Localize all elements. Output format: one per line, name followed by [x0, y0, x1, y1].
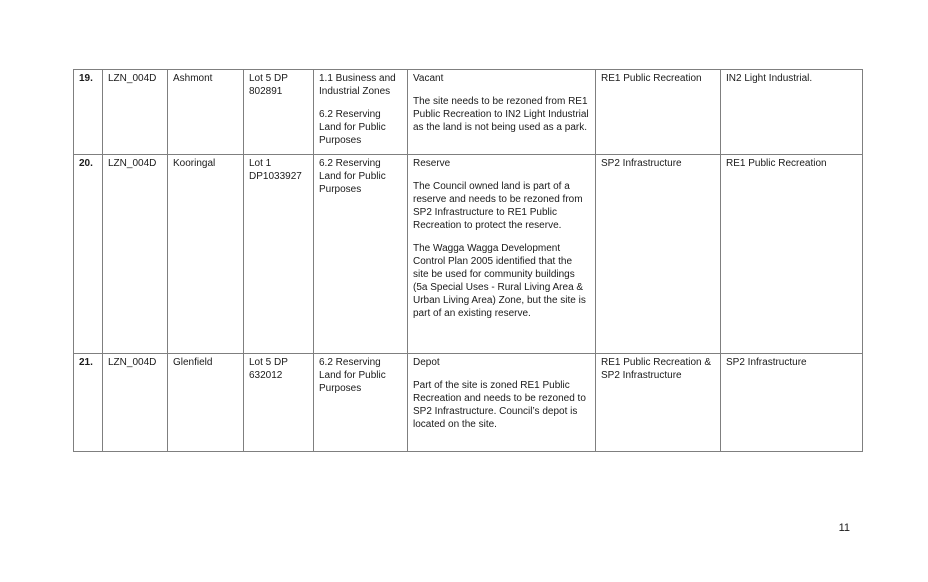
map-code: LZN_004D: [102, 69, 168, 155]
rezoning-table: 19. LZN_004D Ashmont Lot 5 DP 802891 1.1…: [73, 69, 863, 452]
ministerial-direction: 6.2 Reserving Land for Public Purposes: [313, 154, 408, 354]
table-row: 19. LZN_004D Ashmont Lot 5 DP 802891 1.1…: [73, 69, 863, 155]
direction-text: 6.2 Reserving Land for Public Purposes: [319, 158, 386, 195]
lot-dp: Lot 5 DP 802891: [243, 69, 314, 155]
proposed-zone: IN2 Light Industrial.: [720, 69, 863, 155]
current-zone: RE1 Public Recreation & SP2 Infrastructu…: [595, 353, 721, 452]
description: Vacant The site needs to be rezoned from…: [407, 69, 596, 155]
ministerial-direction: 6.2 Reserving Land for Public Purposes: [313, 353, 408, 452]
lot-dp: Lot 5 DP 632012: [243, 353, 314, 452]
table-row: 20. LZN_004D Kooringal Lot 1 DP1033927 6…: [73, 154, 863, 354]
item-number: 20.: [73, 154, 103, 354]
suburb: Glenfield: [167, 353, 244, 452]
map-code: LZN_004D: [102, 353, 168, 452]
table-row: 21. LZN_004D Glenfield Lot 5 DP 632012 6…: [73, 353, 863, 452]
proposed-zone: SP2 Infrastructure: [720, 353, 863, 452]
description-text: The site needs to be rezoned from RE1 Pu…: [413, 96, 589, 133]
page-number: 11: [838, 522, 850, 534]
description-text: The Council owned land is part of a rese…: [413, 181, 583, 231]
ministerial-direction: 1.1 Business and Industrial Zones 6.2 Re…: [313, 69, 408, 155]
lot-dp: Lot 1 DP1033927: [243, 154, 314, 354]
direction-text: 6.2 Reserving Land for Public Purposes: [319, 109, 386, 146]
direction-text: 6.2 Reserving Land for Public Purposes: [319, 357, 386, 394]
current-zone: RE1 Public Recreation: [595, 69, 721, 155]
description-heading: Vacant: [413, 73, 444, 84]
description-heading: Reserve: [413, 158, 451, 169]
direction-text: 1.1 Business and Industrial Zones: [319, 73, 396, 97]
item-number: 21.: [73, 353, 103, 452]
description-heading: Depot: [413, 357, 440, 368]
current-zone: SP2 Infrastructure: [595, 154, 721, 354]
map-code: LZN_004D: [102, 154, 168, 354]
item-number: 19.: [73, 69, 103, 155]
description-text: Part of the site is zoned RE1 Public Rec…: [413, 380, 586, 430]
suburb: Kooringal: [167, 154, 244, 354]
suburb: Ashmont: [167, 69, 244, 155]
description: Depot Part of the site is zoned RE1 Publ…: [407, 353, 596, 452]
description: Reserve The Council owned land is part o…: [407, 154, 596, 354]
proposed-zone: RE1 Public Recreation: [720, 154, 863, 354]
description-text: The Wagga Wagga Development Control Plan…: [413, 243, 586, 319]
